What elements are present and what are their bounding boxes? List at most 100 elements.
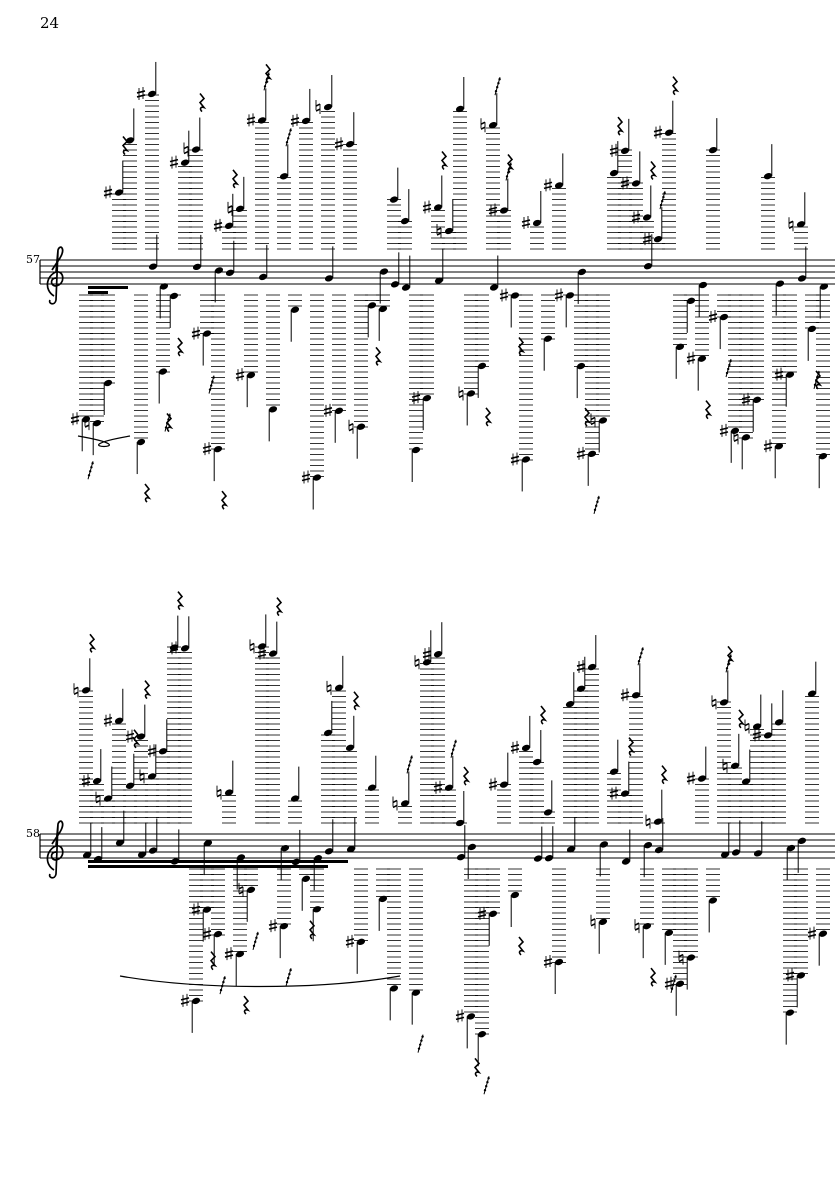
- sharp-icon: [708, 310, 718, 324]
- notehead: [609, 768, 619, 775]
- note: [510, 715, 533, 824]
- notehead: [455, 105, 465, 113]
- notehead: [477, 1031, 487, 1038]
- natural-icon: [480, 118, 486, 133]
- notehead: [401, 284, 411, 291]
- note: [202, 294, 225, 482]
- sharp-icon: [653, 125, 663, 139]
- note: [82, 823, 92, 859]
- notehead: [643, 842, 653, 849]
- note: [489, 255, 499, 291]
- note: [137, 822, 147, 858]
- notehead: [774, 719, 784, 726]
- notehead: [203, 839, 213, 847]
- note: [477, 868, 500, 946]
- sharp-icon: [202, 927, 212, 941]
- notehead: [389, 196, 399, 203]
- note: [521, 190, 544, 250]
- note: [453, 76, 467, 250]
- tremolo-icon: [637, 647, 644, 666]
- note: [299, 868, 313, 911]
- note: [203, 839, 213, 876]
- sharp-icon: [642, 232, 652, 246]
- notehead: [686, 297, 696, 305]
- sharp-icon: [719, 423, 729, 437]
- quarter-rest-icon: [660, 765, 669, 785]
- natural-icon: [645, 814, 651, 829]
- note: [379, 268, 389, 304]
- notehead: [367, 302, 377, 309]
- note: [115, 810, 125, 846]
- note: [422, 622, 445, 824]
- notehead: [334, 684, 344, 691]
- note: [84, 294, 104, 456]
- quarter-rest-icon: [616, 116, 625, 136]
- note: [788, 192, 808, 250]
- sharp-icon: [499, 288, 509, 302]
- notehead: [753, 850, 763, 857]
- sharp-icon: [422, 200, 432, 214]
- notehead: [510, 292, 520, 299]
- notehead: [422, 394, 432, 402]
- notehead: [621, 858, 631, 865]
- notehead: [796, 221, 806, 228]
- natural-icon: [392, 796, 398, 811]
- natural-icon: [678, 950, 684, 965]
- sharp-icon: [202, 442, 212, 456]
- quarter-rest-icon: [176, 337, 185, 357]
- sharp-icon: [477, 906, 487, 920]
- sharp-icon: [235, 368, 245, 382]
- note: [95, 766, 115, 824]
- note: [590, 868, 610, 954]
- notehead: [92, 777, 102, 785]
- note: [510, 294, 533, 492]
- note: [101, 294, 115, 416]
- note: [576, 294, 599, 486]
- note: [183, 117, 203, 250]
- note: [508, 868, 522, 927]
- tremolo-icon: [208, 375, 215, 394]
- notehead: [390, 281, 400, 288]
- notehead: [741, 778, 751, 785]
- notehead: [466, 390, 476, 397]
- notehead: [565, 292, 575, 299]
- staff-system-57: [39, 61, 835, 514]
- beam: [88, 291, 108, 294]
- measure-number-57: 57: [26, 253, 40, 266]
- notehead: [148, 847, 158, 854]
- tremolo-icon: [593, 495, 600, 514]
- natural-icon: [436, 223, 442, 238]
- sharp-icon: [257, 646, 267, 660]
- quarter-rest-icon: [176, 591, 185, 611]
- note: [401, 255, 411, 291]
- note: [156, 294, 170, 404]
- note: [455, 868, 478, 1049]
- notehead: [686, 954, 696, 961]
- note: [797, 837, 807, 873]
- sharp-icon: [686, 771, 696, 785]
- note: [136, 61, 159, 250]
- sharp-icon: [576, 446, 586, 460]
- note: [533, 826, 543, 862]
- note: [467, 843, 477, 879]
- measure-number-58: 58: [26, 827, 40, 840]
- sharp-icon: [543, 178, 553, 192]
- natural-icon: [139, 769, 145, 784]
- sharp-icon: [664, 976, 674, 990]
- note: [698, 281, 708, 318]
- notehead: [324, 275, 334, 282]
- quarter-rest-icon: [88, 633, 97, 653]
- note: [422, 175, 445, 250]
- note: [720, 822, 730, 858]
- note: [213, 193, 236, 250]
- quarter-rest-icon: [220, 490, 229, 510]
- notehead: [455, 819, 465, 827]
- quarter-rest-icon: [352, 691, 361, 711]
- note: [590, 294, 610, 453]
- notehead: [818, 453, 828, 460]
- quarter-rest-icon: [143, 483, 152, 503]
- notehead: [653, 818, 663, 825]
- quarter-rest-icon: [143, 680, 152, 700]
- sharp-icon: [488, 203, 498, 217]
